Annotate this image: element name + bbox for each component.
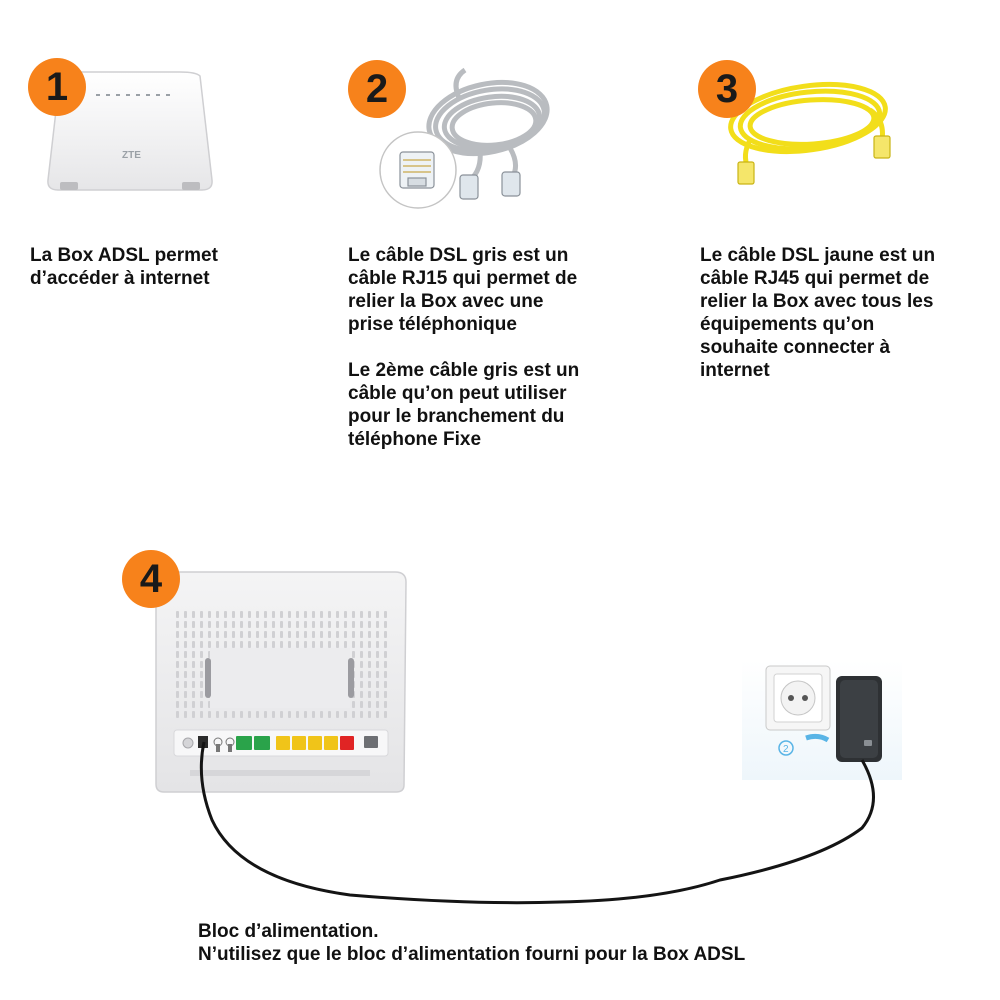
step-3-text: Le câble DSL jaune est un câble RJ45 qui… bbox=[700, 245, 936, 381]
power-adapter-image bbox=[836, 676, 882, 762]
router-brand-label: ZTE bbox=[122, 150, 141, 161]
wall-step-label: 2 bbox=[783, 744, 789, 755]
step-1-badge: 1 bbox=[28, 58, 86, 116]
yellow-rj45-cable-image bbox=[728, 82, 891, 185]
power-title: Bloc d’alimentation. bbox=[198, 921, 379, 942]
router-back-image bbox=[155, 571, 407, 793]
step-2-text-secondary: Le 2ème câble gris est un câble qu’on pe… bbox=[348, 360, 580, 450]
step-2-text: Le câble DSL gris est un câble RJ15 qui … bbox=[348, 245, 578, 335]
step-4-badge: 4 bbox=[122, 550, 180, 608]
step-3-badge: 3 bbox=[698, 60, 756, 118]
router-front-image: ZTE bbox=[47, 71, 213, 191]
step-2-description: Le câble DSL gris est un câble RJ15 qui … bbox=[348, 244, 648, 451]
step-2-badge: 2 bbox=[348, 60, 406, 118]
grey-rj11-cable-image bbox=[379, 67, 550, 209]
step-1-description: La Box ADSL permet d’accéder à internet bbox=[30, 244, 310, 290]
step-3-description: Le câble DSL jaune est un câble RJ45 qui… bbox=[700, 244, 990, 382]
power-note: N’utilisez que le bloc d’alimentation fo… bbox=[198, 944, 746, 965]
power-description: Bloc d’alimentation. N’utilisez que le b… bbox=[198, 920, 958, 966]
step-1-text: La Box ADSL permet d’accéder à internet bbox=[30, 245, 218, 289]
